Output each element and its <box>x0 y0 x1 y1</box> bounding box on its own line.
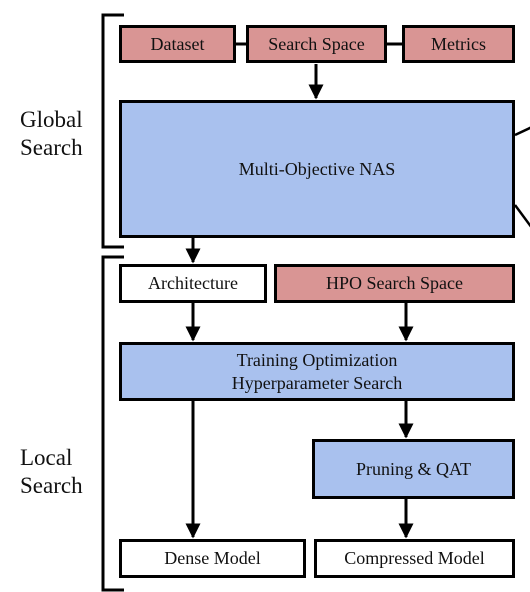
training-optimization-box: Training Optimization Hyperparameter Sea… <box>119 342 515 401</box>
local-search-bracket <box>101 255 124 592</box>
offscreen-connector-lower <box>513 204 530 228</box>
local-search-label-line1: Local <box>20 445 73 470</box>
training-optimization-line1: Training Optimization <box>236 350 398 370</box>
dense-model-box: Dense Model <box>119 539 306 578</box>
local-search-label-line2: Search <box>20 473 83 498</box>
hpo-search-space-box: HPO Search Space <box>274 264 515 303</box>
metrics-box: Metrics <box>402 25 515 63</box>
architecture-box: Architecture <box>119 264 267 303</box>
global-search-label-line2: Search <box>20 135 83 160</box>
pruning-qat-box: Pruning & QAT <box>312 439 515 499</box>
offscreen-connector-upper <box>514 126 530 137</box>
search-space-box: Search Space <box>246 25 387 63</box>
global-search-label-line1: Global <box>20 107 83 132</box>
global-search-label: Global Search <box>20 106 83 162</box>
dataset-box: Dataset <box>119 25 236 63</box>
local-search-label: Local Search <box>20 444 83 500</box>
multi-objective-nas-box: Multi-Objective NAS <box>119 100 515 238</box>
global-search-bracket <box>101 13 124 249</box>
training-optimization-line2: Hyperparameter Search <box>231 372 403 393</box>
compressed-model-box: Compressed Model <box>314 539 515 578</box>
